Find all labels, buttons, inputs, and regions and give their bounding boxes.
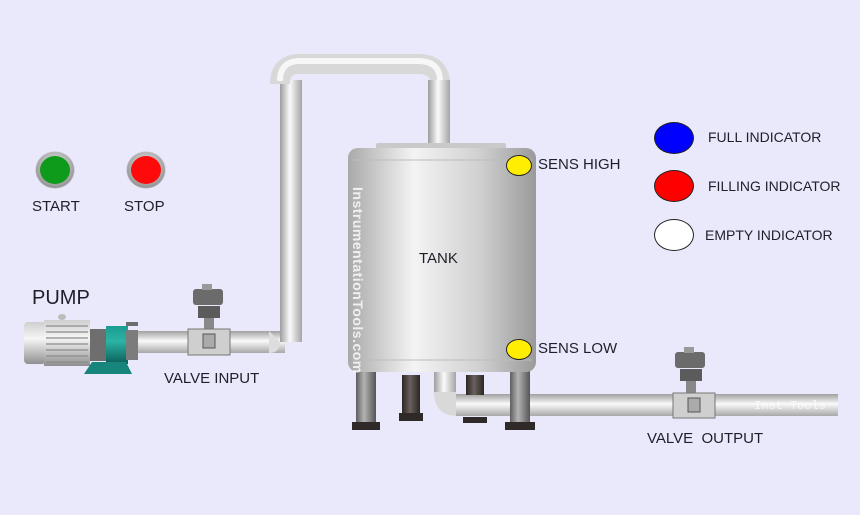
- stop-indicator: [131, 156, 161, 184]
- tank: [348, 143, 536, 372]
- start-button[interactable]: [36, 152, 74, 188]
- filling-indicator: [654, 170, 694, 202]
- start-indicator: [40, 156, 70, 184]
- sensor-high-label: SENS HIGH: [538, 156, 621, 173]
- pump: [24, 314, 138, 374]
- tank-label: TANK: [419, 250, 458, 267]
- sensor-high-indicator: [506, 155, 532, 176]
- valve-output-label: VALVE OUTPUT: [647, 430, 764, 447]
- empty-indicator: [654, 219, 694, 251]
- stop-label: STOP: [124, 198, 165, 215]
- stop-button[interactable]: [127, 152, 165, 188]
- valve-input-label: VALVE INPUT: [164, 370, 260, 387]
- full-indicator-label: FULL INDICATOR: [708, 129, 822, 145]
- start-label: START: [32, 198, 80, 215]
- sensor-low-label: SENS LOW: [538, 340, 618, 357]
- valve-output: [672, 347, 716, 419]
- tank-watermark: InstrumentationTools.com: [350, 187, 366, 374]
- empty-indicator-label: EMPTY INDICATOR: [705, 227, 833, 243]
- pipe-watermark: Inst Tools: [754, 399, 827, 413]
- pump-label: PUMP: [32, 287, 90, 309]
- output-pipe: [434, 370, 838, 416]
- sensor-low-indicator: [506, 339, 532, 360]
- valve-input: [187, 284, 231, 356]
- tank-legs: [352, 365, 535, 430]
- filling-indicator-label: FILLING INDICATOR: [708, 178, 841, 194]
- full-indicator: [654, 122, 694, 154]
- input-pipe: [135, 54, 450, 353]
